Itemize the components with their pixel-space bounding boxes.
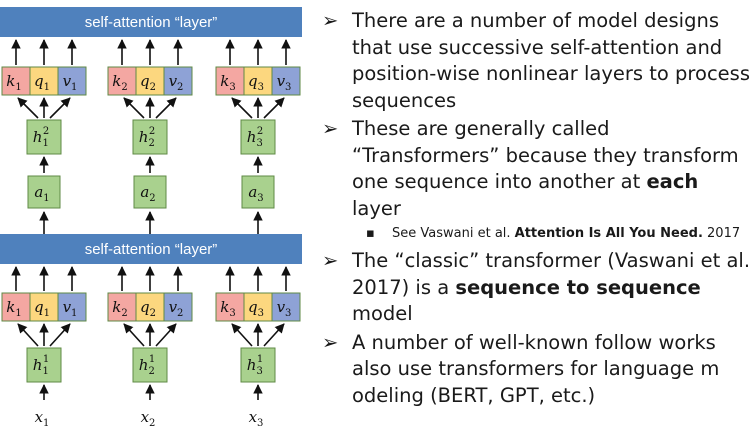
arrow-h-to-key [123, 323, 145, 347]
query-label: q3 [248, 298, 264, 319]
value-label: v1 [63, 298, 78, 319]
attention-output-label: a1 [34, 183, 49, 204]
arrow-h-to-key [231, 97, 253, 119]
arrow-h-to-value [49, 97, 71, 119]
bullet-text-part: model [352, 302, 413, 325]
bullet-text-part: These are generally called “Transformers… [352, 117, 739, 193]
value-label: v3 [277, 72, 292, 93]
key-box [215, 292, 245, 322]
input-token-label: x2 [141, 408, 156, 427]
hidden-state-box [240, 119, 276, 155]
key-label: k2 [112, 298, 127, 319]
sub-bullet-text: See Vaswani et al. Attention Is All You … [392, 224, 752, 244]
bullet-item: ➢ These are generally called “Transforme… [322, 116, 752, 222]
bullet-list: ➢ There are a number of model designs th… [322, 8, 752, 411]
layer-label: self-attention “layer” [85, 14, 218, 31]
bullet-text-part: 2017 [702, 226, 741, 241]
key-box [107, 292, 137, 322]
query-label: q3 [248, 72, 264, 93]
value-label: v2 [169, 298, 184, 319]
hidden-state-box [26, 119, 62, 155]
key-label: k3 [220, 72, 235, 93]
query-label: q2 [140, 298, 156, 319]
bullet-text-part: See Vaswani et al. [392, 226, 515, 241]
hidden-state-box [132, 347, 168, 383]
value-label: v1 [63, 72, 78, 93]
arrow-h-to-value [263, 323, 285, 347]
bullet-text: The “classic” transformer (Vaswani et al… [352, 248, 752, 328]
arrow-bullet-icon: ➢ [322, 330, 339, 354]
bullet-item: ➢ The “classic” transformer (Vaswani et … [322, 248, 752, 328]
query-label: q1 [34, 298, 50, 319]
self-attention-layer-bar [0, 7, 302, 37]
key-box [1, 66, 31, 96]
hidden-state-label: h22 [139, 126, 155, 149]
arrow-h-to-value [155, 97, 177, 119]
input-token-label: x3 [249, 408, 264, 427]
value-box [163, 66, 193, 96]
arrow-bullet-icon: ➢ [322, 9, 339, 32]
query-box [29, 66, 59, 96]
hidden-state-box [26, 347, 62, 383]
transformer-diagram: self-attention “layer” k1 q1 v1 h12 a1 k2 q2 v2 h… [0, 7, 302, 427]
value-label: v2 [169, 72, 184, 93]
self-attention-layer-bar [0, 234, 302, 264]
query-box [135, 292, 165, 322]
hidden-state-label: h21 [139, 354, 155, 377]
attention-output-box [27, 175, 61, 209]
value-box [57, 66, 87, 96]
key-label: k1 [6, 72, 21, 93]
hidden-state-box [132, 119, 168, 155]
arrow-bullet-icon: ➢ [322, 249, 339, 272]
value-box [271, 292, 301, 322]
arrow-h-to-value [49, 323, 71, 347]
arrow-h-to-value [155, 323, 177, 347]
key-label: k2 [112, 72, 127, 93]
query-box [135, 66, 165, 96]
bullet-emphasis: sequence to sequence [455, 275, 701, 299]
bullet-emphasis: each [646, 170, 699, 193]
arrow-h-to-value [263, 97, 285, 119]
hidden-state-label: h32 [247, 126, 263, 149]
hidden-state-label: h12 [33, 126, 49, 149]
bullet-text: These are generally called “Transformers… [352, 116, 752, 222]
attention-output-label: a3 [248, 183, 263, 204]
attention-output-box [241, 175, 275, 209]
value-box [271, 66, 301, 96]
attention-output-box [133, 175, 167, 209]
input-token-label: x1 [35, 408, 50, 427]
bullet-item: ➢ There are a number of model designs th… [322, 8, 752, 114]
arrow-h-to-key [123, 97, 145, 119]
attention-output-label: a2 [140, 183, 155, 204]
hidden-state-box [240, 347, 276, 383]
key-label: k1 [6, 298, 21, 319]
bullet-item: ➢ A number of well-known follow works al… [322, 330, 752, 410]
hidden-state-label: h31 [247, 354, 263, 377]
key-box [1, 292, 31, 322]
arrow-h-to-key [17, 323, 39, 347]
paper-title: Attention Is All You Need. [514, 226, 703, 241]
query-label: q1 [34, 72, 50, 93]
key-label: k3 [220, 298, 235, 319]
bullet-text: There are a number of model designs that… [352, 9, 750, 112]
arrow-h-to-key [231, 323, 253, 347]
arrow-bullet-icon: ➢ [322, 117, 339, 140]
query-label: q2 [140, 72, 156, 93]
hidden-state-label: h11 [33, 354, 49, 377]
value-box [163, 292, 193, 322]
layer-label: self-attention “layer” [85, 241, 218, 258]
value-label: v3 [277, 298, 292, 319]
square-bullet-icon: ▪ [366, 226, 375, 241]
query-box [243, 292, 273, 322]
arrow-h-to-key [17, 97, 39, 119]
bullet-text-part: layer [352, 196, 401, 220]
bullet-text-part: The “classic” transformer (Vaswani et al… [352, 249, 751, 299]
sub-bullet-item: ▪ See Vaswani et al. Attention Is All Yo… [322, 224, 752, 244]
bullet-text: A number of well-known follow works also… [352, 330, 720, 407]
value-box [57, 292, 87, 322]
